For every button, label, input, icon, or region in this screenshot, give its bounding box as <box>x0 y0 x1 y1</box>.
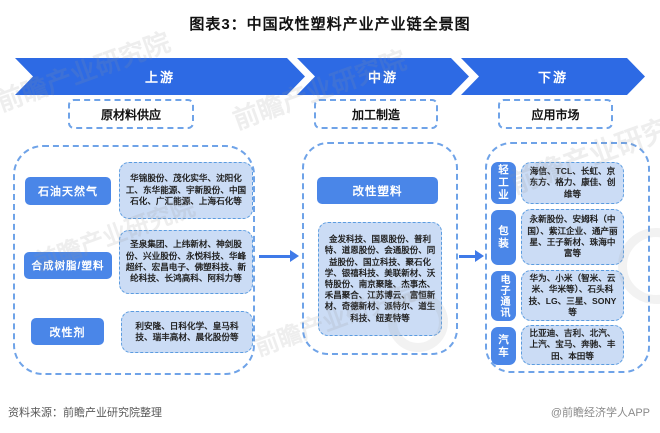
companies-oil-gas: 华锦股份、茂化实华、沈阳化工、东华能源、宇新股份、中国石化、广汇能源、上海石化等 <box>119 162 253 219</box>
arrow-midstream-to-downstream-icon <box>459 250 484 263</box>
companies-automobile: 比亚迪、吉利、北汽、上汽、宝马、奔驰、丰田、本田等 <box>521 325 624 365</box>
category-packaging: 包装 <box>491 210 516 265</box>
category-synthetic-resin: 合成树脂/塑料 <box>24 252 112 279</box>
category-modified-plastics: 改性塑料 <box>317 177 438 204</box>
companies-modifiers: 利安隆、日科化学、皇马科技、瑞丰高材、晨化股份等 <box>121 311 253 353</box>
arrow-upstream-to-midstream-icon <box>259 250 299 263</box>
header-application-market: 应用市场 <box>498 99 613 129</box>
arrow-head <box>475 250 484 262</box>
banner-downstream: 下游 <box>461 58 645 95</box>
arrow-head <box>290 250 299 262</box>
header-raw-materials: 原材料供应 <box>68 99 194 129</box>
companies-modified-plastics: 金发科技、国恩股份、普利特、道恩股份、会通股份、同益股份、国立科技、聚石化学、银… <box>318 222 442 336</box>
credit-note: @前瞻经济学人APP <box>550 407 650 419</box>
companies-packaging: 永新股份、安姆科（中国）、紫江企业、通产丽星、王子新材、珠海中富等 <box>521 209 624 265</box>
chart-title: 图表3：中国改性塑料产业产业链全景图 <box>189 16 471 33</box>
category-oil-gas: 石油天然气 <box>25 177 111 205</box>
companies-synthetic-resin: 圣泉集团、上纬新材、神剑股份、兴业股份、永悦科技、华峰超纤、宏昌电子、佛塑科技、… <box>119 230 253 294</box>
source-note: 资料来源：前瞻产业研究院整理 <box>8 407 162 419</box>
header-processing: 加工制造 <box>314 99 438 129</box>
category-automobile: 汽车 <box>491 327 516 365</box>
banner-midstream: 中游 <box>297 58 469 95</box>
companies-light-industry: 海信、TCL、长虹、京东方、格力、康佳、创维等 <box>521 162 624 204</box>
arrow-shaft <box>259 255 290 258</box>
arrow-shaft <box>459 255 475 258</box>
banner-upstream: 上游 <box>15 58 305 95</box>
category-electronics-telecom: 电子通讯 <box>491 271 516 321</box>
category-light-industry: 轻工业 <box>491 162 516 204</box>
companies-electronics-telecom: 华为、小米（智米、云米、华米等）、石头科技、LG、三星、SONY等 <box>521 270 624 321</box>
category-modifiers: 改性剂 <box>31 318 104 345</box>
